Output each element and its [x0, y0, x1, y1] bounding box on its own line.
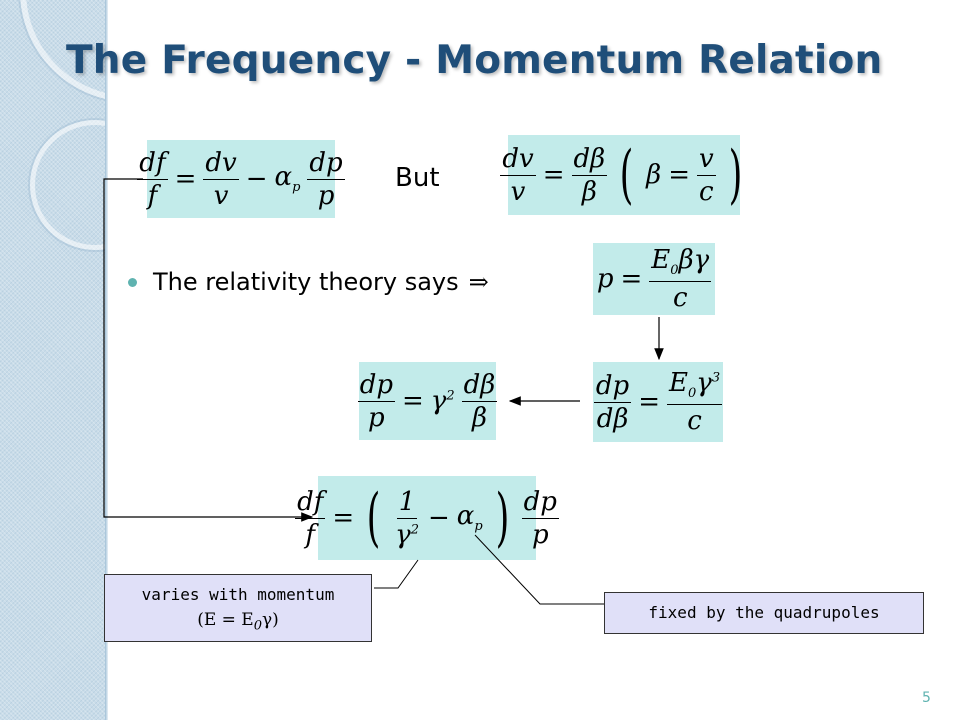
- bullet-text: The relativity theory says: [153, 268, 459, 296]
- callout-formula: (E = E0γ): [197, 610, 279, 634]
- page-number: 5: [922, 690, 931, 706]
- callout-line: varies with momentum: [141, 585, 335, 604]
- bullet-icon: [128, 277, 137, 287]
- implies-symbol: ⇒: [468, 268, 489, 296]
- slide-title: The Frequency - Momentum Relation: [66, 38, 883, 83]
- callout-varies-with-momentum: varies with momentum (E = E0γ): [104, 574, 372, 642]
- but-label: But: [395, 163, 440, 193]
- sidebar-decoration: [0, 0, 105, 720]
- bracket-connector: [103, 178, 314, 522]
- leader-momentum: [374, 559, 419, 589]
- callout-fixed-by-quadrupoles: fixed by the quadrupoles: [604, 592, 924, 634]
- decorative-ring: [30, 120, 105, 250]
- bullet-relativity: The relativity theory says ⇒: [128, 268, 489, 296]
